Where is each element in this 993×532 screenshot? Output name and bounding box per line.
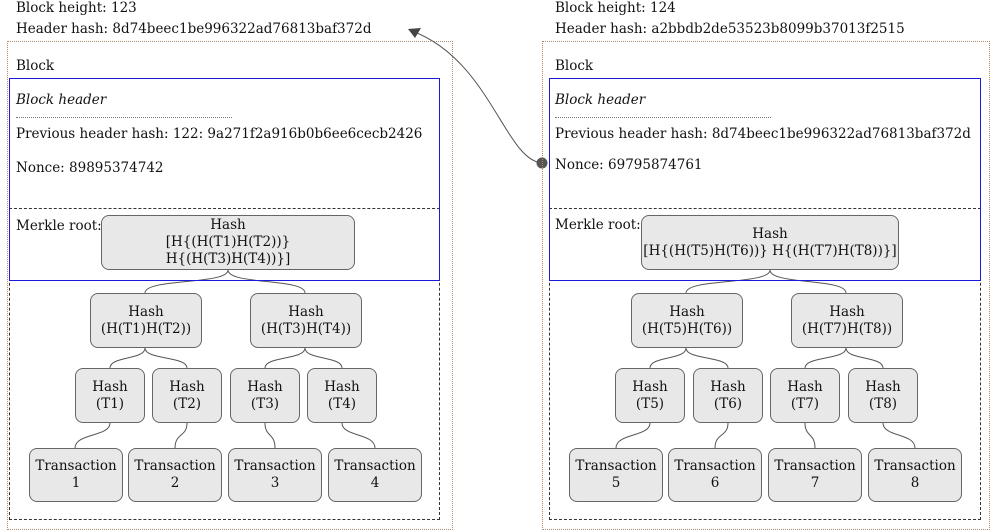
- hash-node-t7-t8: Hash (H(T7)H(T8)): [791, 293, 903, 348]
- node-title: Hash: [324, 378, 360, 395]
- block-label: Block: [555, 58, 594, 74]
- node-title: Hash: [787, 378, 823, 395]
- node-title: Hash: [829, 303, 865, 320]
- merkle-root-hash-node: Hash [H{(H(T1)H(T2))} H{(H(T3)H(T4))}]: [101, 215, 355, 270]
- node-title: Transaction: [35, 458, 117, 474]
- previous-header-hash-label: Previous header hash: 8d74beec1be996322a…: [555, 126, 971, 142]
- node-value: (T2): [172, 395, 202, 412]
- node-title: Hash: [128, 303, 164, 320]
- node-value: [H{(H(T1)H(T2))} H{(H(T3)H(T4))}]: [165, 234, 291, 267]
- transaction-node-5: Transaction 5: [569, 448, 663, 502]
- header-hash-label: Header hash: a2bbdb2de53523b8099b37013f2…: [555, 21, 905, 37]
- node-value: (T3): [250, 395, 280, 412]
- node-title: Hash: [632, 378, 668, 395]
- hash-node-t5: Hash (T5): [615, 368, 685, 423]
- node-value: (T6): [713, 395, 743, 412]
- block-header-box: [9, 78, 440, 281]
- transaction-node-2: Transaction 2: [128, 448, 222, 502]
- hash-node-t2: Hash (T2): [152, 368, 222, 423]
- node-title: Transaction: [334, 458, 416, 474]
- hash-node-t8: Hash (T8): [848, 368, 918, 423]
- node-title: Transaction: [234, 458, 316, 474]
- header-fields-ellipsis: [16, 117, 232, 118]
- node-value: 3: [270, 475, 280, 491]
- transaction-node-1: Transaction 1: [29, 448, 123, 502]
- node-title: Hash: [288, 303, 324, 320]
- hash-node-t1: Hash (T1): [75, 368, 145, 423]
- header-fields-ellipsis: [555, 117, 771, 118]
- hash-node-t6: Hash (T6): [693, 368, 763, 423]
- transaction-node-8: Transaction 8: [868, 448, 962, 502]
- block-container: [542, 41, 990, 530]
- transaction-node-7: Transaction 7: [768, 448, 862, 502]
- node-title: Hash: [865, 378, 901, 395]
- node-title: Hash: [752, 225, 788, 242]
- node-title: Transaction: [575, 458, 657, 474]
- hash-node-t4: Hash (T4): [307, 368, 377, 423]
- node-title: Hash: [669, 303, 705, 320]
- node-value: (T8): [868, 395, 898, 412]
- nonce-label: Nonce: 69795874761: [555, 157, 703, 173]
- node-title: Transaction: [874, 458, 956, 474]
- node-value: 4: [370, 475, 380, 491]
- prev-hash-pointer-arrow: [411, 30, 543, 164]
- node-title: Hash: [210, 217, 246, 233]
- hash-node-t3: Hash (T3): [230, 368, 300, 423]
- merkle-root-label: Merkle root:: [16, 218, 102, 234]
- node-value: (T5): [635, 395, 665, 412]
- block-height-label: Block height: 123: [16, 0, 137, 16]
- node-value: 8: [910, 475, 920, 491]
- node-value: 1: [71, 475, 81, 491]
- header-hash-label: Header hash: 8d74beec1be996322ad76813baf…: [16, 21, 372, 37]
- block-label: Block: [16, 58, 55, 74]
- block-header-label: Block header: [16, 92, 107, 108]
- hash-node-t3-t4: Hash (H(T3)H(T4)): [250, 293, 362, 348]
- block-height-label: Block height: 124: [555, 0, 676, 16]
- merkle-root-label: Merkle root:: [555, 217, 641, 233]
- transaction-node-6: Transaction 6: [668, 448, 762, 502]
- node-title: Hash: [169, 378, 205, 395]
- node-value: 2: [170, 475, 180, 491]
- merkle-tree-box: [9, 208, 440, 520]
- node-title: Hash: [247, 378, 283, 395]
- previous-header-hash-label: Previous header hash: 122: 9a271f2a916b0…: [16, 126, 423, 142]
- node-title: Hash: [710, 378, 746, 395]
- merkle-tree-box: [549, 208, 981, 520]
- node-value: 6: [710, 475, 720, 491]
- hash-node-t7: Hash (T7): [770, 368, 840, 423]
- hash-node-t1-t2: Hash (H(T1)H(T2)): [90, 293, 202, 348]
- node-value: 5: [611, 475, 621, 491]
- node-value: (H(T7)H(T8)): [801, 320, 893, 337]
- hash-node-t5-t6: Hash (H(T5)H(T6)): [631, 293, 743, 348]
- node-title: Transaction: [674, 458, 756, 474]
- merkle-root-hash-node: Hash [H{(H(T5)H(T6))} H{(H(T7)H(T8))}]: [641, 215, 899, 270]
- block-container: [7, 41, 453, 530]
- transaction-node-3: Transaction 3: [228, 448, 322, 502]
- block-header-label: Block header: [555, 92, 646, 108]
- node-title: Transaction: [774, 458, 856, 474]
- node-value: (H(T3)H(T4)): [260, 320, 352, 337]
- node-value: (T7): [790, 395, 820, 412]
- node-value: [H{(H(T5)H(T6))} H{(H(T7)H(T8))}]: [643, 242, 897, 259]
- transaction-node-4: Transaction 4: [328, 448, 422, 502]
- node-value: 7: [810, 475, 820, 491]
- node-value: (H(T1)H(T2)): [100, 320, 192, 337]
- node-title: Hash: [92, 378, 128, 395]
- nonce-label: Nonce: 89895374742: [16, 160, 164, 176]
- node-value: (H(T5)H(T6)): [641, 320, 733, 337]
- node-value: (T1): [95, 395, 125, 412]
- node-title: Transaction: [134, 458, 216, 474]
- block-header-box: [549, 78, 981, 281]
- node-value: (T4): [327, 395, 357, 412]
